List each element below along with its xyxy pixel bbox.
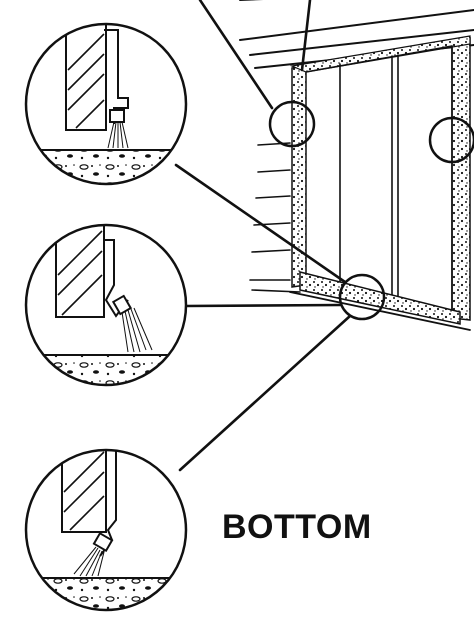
detail-circle-middle — [24, 223, 188, 387]
detail-circle-top — [24, 22, 188, 186]
right-door-jamb — [451, 37, 471, 321]
door-bottom-seal — [299, 271, 461, 325]
leader-lines — [174, 0, 352, 472]
garage-scene — [239, 0, 474, 331]
door-panel-lines — [305, 45, 453, 319]
bottom-label: BOTTOM — [222, 508, 372, 546]
highlight-circle-side-right — [428, 116, 474, 164]
highlight-circle-side-left — [268, 100, 316, 148]
highlight-circle-bottom — [338, 273, 386, 321]
door-header — [289, 35, 471, 73]
detail-circle-bottom — [24, 448, 188, 612]
